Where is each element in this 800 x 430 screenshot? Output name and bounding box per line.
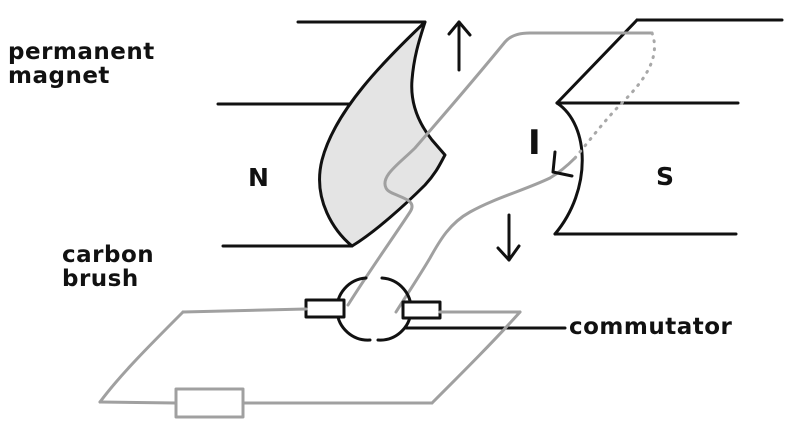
label-north-pole: N xyxy=(248,163,270,192)
circuit-wire-front-left xyxy=(98,400,178,405)
left-carbon-brush xyxy=(304,298,346,319)
coil-hidden-section xyxy=(573,31,656,160)
south-pole-magnet xyxy=(553,18,784,236)
carbon-brushes xyxy=(304,298,442,320)
coil-left-side xyxy=(346,31,654,307)
force-up-arrow-icon xyxy=(447,20,472,72)
label-carbon-brush: carbon brush xyxy=(62,242,155,293)
north-pole-magnet xyxy=(216,20,447,248)
north-pole-face xyxy=(318,20,447,248)
commutator-ring xyxy=(335,276,413,342)
label-commutator: commutator xyxy=(569,314,733,340)
label-permanent-magnet: permanent magnet xyxy=(8,39,155,90)
south-pole-face xyxy=(553,101,584,236)
circuit-wire-back xyxy=(181,307,308,314)
label-current: I xyxy=(528,123,542,163)
force-down-arrow-icon xyxy=(496,213,521,262)
right-carbon-brush xyxy=(401,300,442,320)
circuit-wire-right xyxy=(430,310,522,405)
label-south-pole: S xyxy=(656,162,675,191)
resistor-icon xyxy=(174,387,245,419)
current-direction-mark xyxy=(551,150,574,178)
external-circuit xyxy=(98,307,522,419)
circuit-wire-left xyxy=(98,310,185,404)
